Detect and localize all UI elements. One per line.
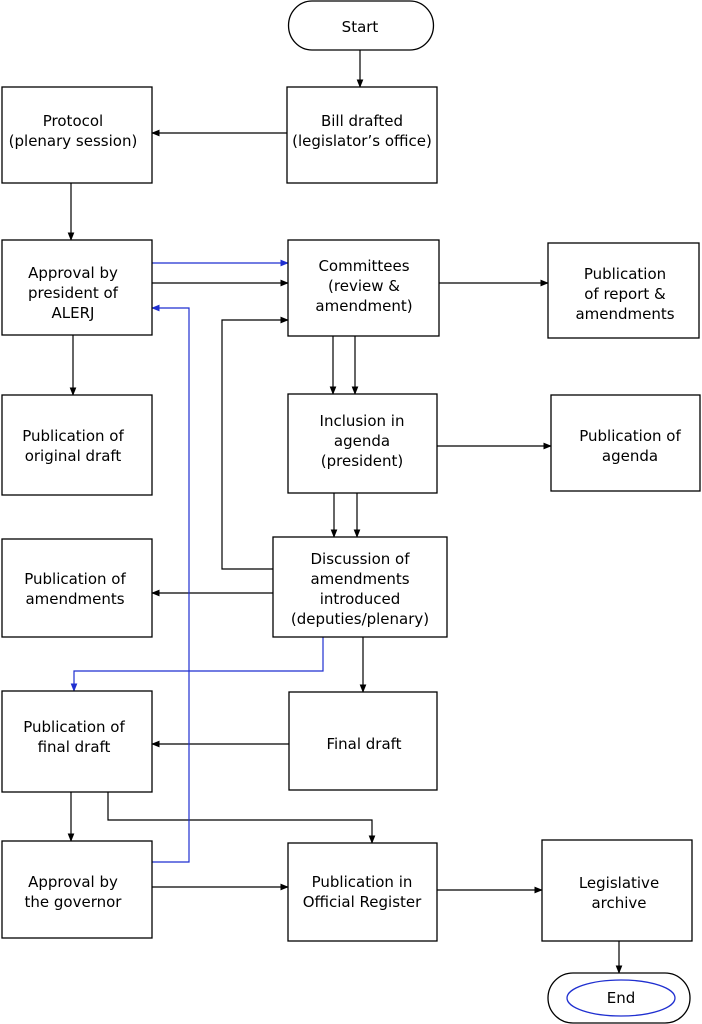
node-label-line: Publication of: [579, 427, 681, 445]
node-label-line: Final draft: [326, 735, 401, 753]
node-label-line: Inclusion in: [320, 412, 405, 430]
node-label-line: Publication of: [24, 570, 126, 588]
node-approval-president: Approval by president of ALERJ: [1, 239, 153, 336]
node-label-line: (president): [321, 452, 403, 470]
node-label-line: Bill drafted: [321, 112, 403, 130]
node-label-line: of report &: [584, 285, 666, 303]
node-label-line: (deputies/plenary): [291, 610, 429, 628]
node-label-line: original draft: [25, 447, 122, 465]
svg-text:Protocol(plenary session): Protocol (plenary session): [9, 112, 138, 150]
node-pub-register: Publication in Official Register: [287, 842, 438, 942]
node-protocol: Protocol (plenary session): [1, 86, 153, 184]
node-archive: Legislative archive: [541, 839, 693, 942]
node-label-line: introduced: [320, 590, 401, 608]
node-label-line: (review &: [328, 277, 400, 295]
node-start: Start: [287, 0, 435, 51]
node-final-draft: Final draft: [288, 691, 438, 791]
node-pub-final: Publication of final draft: [1, 690, 153, 793]
node-label-line: amendments: [25, 590, 124, 608]
svg-text:Committees(review &amendment): Committees (review & amendment): [315, 257, 412, 315]
node-label-line: final draft: [38, 738, 111, 756]
edge-governor-loop-to-approval-blue: [151, 304, 190, 863]
node-label-line: Protocol: [43, 112, 103, 130]
node-label-line: Publication in: [312, 873, 413, 891]
node-label-line: Legislative: [579, 874, 659, 892]
node-label-line: Approval by: [28, 264, 118, 282]
node-committees: Committees (review & amendment): [287, 239, 440, 337]
edge-discussion-loop-to-committees: [221, 316, 289, 570]
node-label-line: agenda: [334, 432, 390, 450]
node-bill-drafted: Bill drafted (legislator’s office): [286, 86, 438, 184]
node-label-line: Official Register: [303, 893, 422, 911]
node-label-line: End: [607, 989, 636, 1007]
svg-text:Bill drafted(legislator’s offi: Bill drafted (legislator’s office): [292, 112, 432, 150]
svg-text:Final draft: Final draft: [326, 735, 401, 753]
node-label-line: (legislator’s office): [292, 132, 432, 150]
node-label-line: president of: [28, 284, 119, 302]
node-label-line: amendments: [310, 570, 409, 588]
node-label-line: Publication: [584, 265, 666, 283]
node-label-line: amendment): [315, 297, 412, 315]
node-pub-report: Publication of report & amendments: [547, 242, 700, 339]
edges: [67, 50, 623, 974]
node-label-line: Publication of: [23, 718, 125, 736]
node-inclusion-agenda: Inclusion in agenda (president): [287, 393, 438, 494]
node-discussion: Discussion of amendments introduced (deputi…: [272, 536, 448, 638]
node-label-line: archive: [591, 894, 646, 912]
end-inner-ellipse: [566, 979, 676, 1017]
node-label-line: Start: [342, 18, 379, 36]
node-label-line: Approval by: [28, 873, 118, 891]
node-label-line: Publication of: [22, 427, 124, 445]
node-approval-governor: Approval by the governor: [1, 840, 153, 939]
node-pub-amendments: Publication of amendments: [1, 538, 153, 638]
node-label-line: (plenary session): [9, 132, 138, 150]
node-label-line: agenda: [602, 447, 658, 465]
node-label-line: amendments: [575, 305, 674, 323]
edge-pub-final-to-register: [107, 792, 376, 844]
node-label-line: Discussion of: [311, 550, 411, 568]
node-end: End: [547, 972, 691, 1024]
node-pub-original: Publication of original draft: [1, 394, 153, 496]
svg-text:Start: Start: [342, 18, 379, 36]
node-label-line: Committees: [318, 257, 409, 275]
edge-discussion-to-pub-final-blue: [70, 637, 324, 692]
node-pub-agenda: Publication of agenda: [550, 394, 701, 492]
svg-text:End: End: [607, 989, 636, 1007]
node-label-line: ALERJ: [52, 304, 95, 322]
node-label-line: the governor: [25, 893, 123, 911]
